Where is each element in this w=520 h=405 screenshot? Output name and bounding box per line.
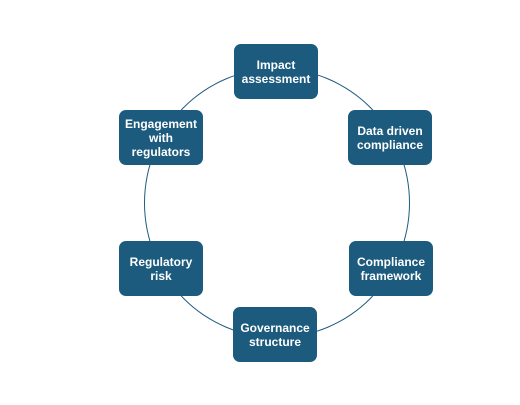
node-label: Engagement with regulators <box>124 116 197 159</box>
node-label: Impact assessment <box>241 57 311 86</box>
node-data-driven-compliance: Data driven compliance <box>348 110 432 165</box>
node-label: Regulatory risk <box>129 254 193 283</box>
node-label: Governance structure <box>240 320 310 349</box>
node-label: Compliance framework <box>356 254 425 283</box>
node-governance-structure: Governance structure <box>233 307 317 362</box>
node-engagement-with-regulators: Engagement with regulators <box>119 110 203 165</box>
node-impact-assessment: Impact assessment <box>234 44 318 99</box>
node-compliance-framework: Compliance framework <box>349 241 433 296</box>
cycle-ring <box>144 68 410 338</box>
node-regulatory-risk: Regulatory risk <box>119 241 203 296</box>
node-label: Data driven compliance <box>356 123 424 152</box>
